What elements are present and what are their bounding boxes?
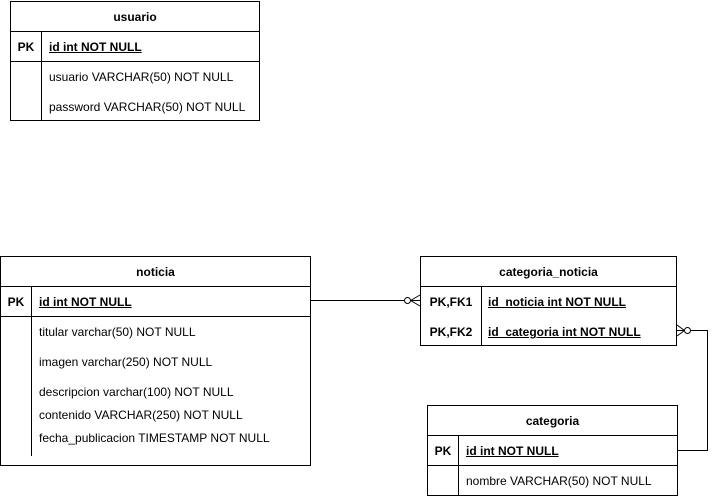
- entity-categoria-noticia[interactable]: categoria_noticia PK,FK1 id_noticia int …: [420, 256, 677, 346]
- pk-row: PK id int NOT NULL: [1, 287, 310, 317]
- key-column: [421, 287, 482, 346]
- pk-field: id int NOT NULL: [39, 295, 132, 309]
- key-column: [11, 32, 42, 121]
- pk-label: PK: [7, 295, 25, 309]
- field-fecha-publicacion: fecha_publicacion TIMESTAMP NOT NULL: [39, 431, 270, 445]
- entity-usuario[interactable]: usuario PK id int NOT NULL usuario VARCH…: [10, 1, 260, 121]
- entity-title: categoria: [428, 406, 677, 436]
- pk-row: PK id int NOT NULL: [428, 436, 677, 466]
- field-password: password VARCHAR(50) NOT NULL: [49, 100, 246, 114]
- field-row: titular varchar(50) NOT NULL: [1, 317, 310, 347]
- field-row: descripcion varchar(100) NOT NULL: [1, 377, 310, 403]
- field-row: imagen varchar(250) NOT NULL: [1, 347, 310, 377]
- pk-row: PK id int NOT NULL: [11, 32, 259, 62]
- field-nombre: nombre VARCHAR(50) NOT NULL: [466, 474, 652, 488]
- pk-row: PK,FK1 id_noticia int NOT NULL: [421, 287, 676, 317]
- field-row: password VARCHAR(50) NOT NULL: [11, 92, 259, 122]
- entity-categoria[interactable]: categoria PK id int NOT NULL nombre VARC…: [427, 405, 678, 496]
- field-row: nombre VARCHAR(50) NOT NULL: [428, 466, 677, 496]
- relationship-noticia-categoria-noticia[interactable]: [311, 294, 421, 307]
- pk-field-id-noticia: id_noticia int NOT NULL: [488, 295, 626, 309]
- entity-title: noticia: [1, 257, 310, 287]
- pk-fk2-label: PK,FK2: [429, 325, 473, 339]
- field-descripcion: descripcion varchar(100) NOT NULL: [39, 385, 234, 399]
- field-row: fecha_publicacion TIMESTAMP NOT NULL: [1, 427, 310, 453]
- field-row: contenido VARCHAR(250) NOT NULL: [1, 403, 310, 427]
- field-imagen: imagen varchar(250) NOT NULL: [39, 355, 213, 369]
- entity-title: usuario: [11, 2, 259, 32]
- pk-fk1-label: PK,FK1: [429, 295, 473, 309]
- pk-field-id-categoria: id_categoria int NOT NULL: [488, 325, 641, 339]
- field-titular: titular varchar(50) NOT NULL: [39, 325, 196, 339]
- pk-label: PK: [17, 40, 35, 54]
- key-column: [1, 287, 32, 456]
- pk-label: PK: [434, 444, 452, 458]
- pk-field: id int NOT NULL: [49, 40, 142, 54]
- pk-field: id int NOT NULL: [466, 444, 559, 458]
- relationship-categoria-categoria-noticia[interactable]: [676, 324, 708, 451]
- field-usuario: usuario VARCHAR(50) NOT NULL: [49, 70, 234, 84]
- field-contenido: contenido VARCHAR(250) NOT NULL: [39, 408, 243, 422]
- entity-noticia[interactable]: noticia PK id int NOT NULL titular varch…: [0, 256, 311, 466]
- key-column: [428, 436, 459, 496]
- pk-row: PK,FK2 id_categoria int NOT NULL: [421, 317, 676, 347]
- entity-title: categoria_noticia: [421, 257, 676, 287]
- field-row: usuario VARCHAR(50) NOT NULL: [11, 62, 259, 92]
